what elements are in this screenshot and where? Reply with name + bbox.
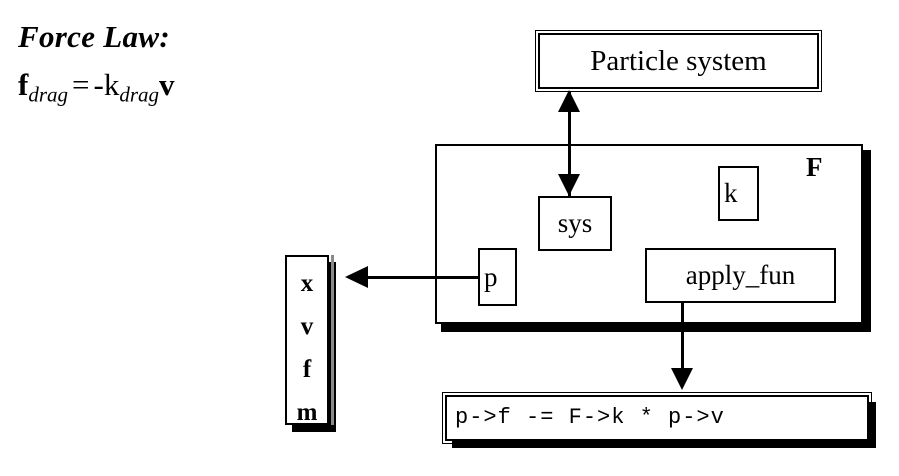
equation-equals: = [72,67,90,102]
particle-struct-box[interactable]: x v f m [285,255,329,425]
force-field-sys[interactable]: sys [538,196,612,251]
force-law-equation: fdrag=-kdragv [18,66,318,113]
equation-lhs-symbol: f [18,67,29,102]
connector-particle-system-sys-line [568,92,571,196]
code-line-text: p->f -= F->k * p->v [455,405,725,430]
particle-system-label: Particle system [590,44,767,77]
particle-field-x: x [300,270,314,297]
force-field-apply-fun[interactable]: apply_fun [645,248,836,303]
particle-struct-rule [331,255,334,425]
connector-apply-fun-code-arrow-down-icon [671,368,693,390]
connector-p-particle-line [356,276,478,279]
particle-field-v: v [300,313,314,340]
force-field-p-label: p [484,261,498,292]
connector-apply-fun-code-line [681,302,684,372]
force-field-k-label: k [724,178,738,208]
code-box[interactable]: p->f -= F->k * p->v [442,392,872,444]
equation-minus: - [93,67,104,102]
connector-particle-system-sys-arrow-up-icon [558,90,580,112]
equation-rhs-symbol: k [103,67,120,102]
equation-rhs-subscript: drag [119,82,160,107]
force-law-title: Force Law: [18,19,170,54]
equation-lhs-subscript: drag [28,82,69,107]
equation-rhs-vector: v [159,67,175,102]
connector-p-particle-arrow-left-icon [345,266,368,288]
force-field-sys-label: sys [557,208,593,238]
particle-field-m: m [296,399,318,425]
connector-particle-system-sys-arrow-down-icon [558,174,580,196]
particle-system-box[interactable]: Particle system [535,30,822,92]
force-field-k[interactable]: k [718,166,759,221]
force-field-p[interactable]: p [478,248,517,306]
force-law-block: Force Law: fdrag=-kdragv [18,18,318,113]
force-struct-label: F [806,152,823,182]
force-field-apply-fun-label: apply_fun [685,260,796,290]
particle-field-f: f [302,356,312,383]
